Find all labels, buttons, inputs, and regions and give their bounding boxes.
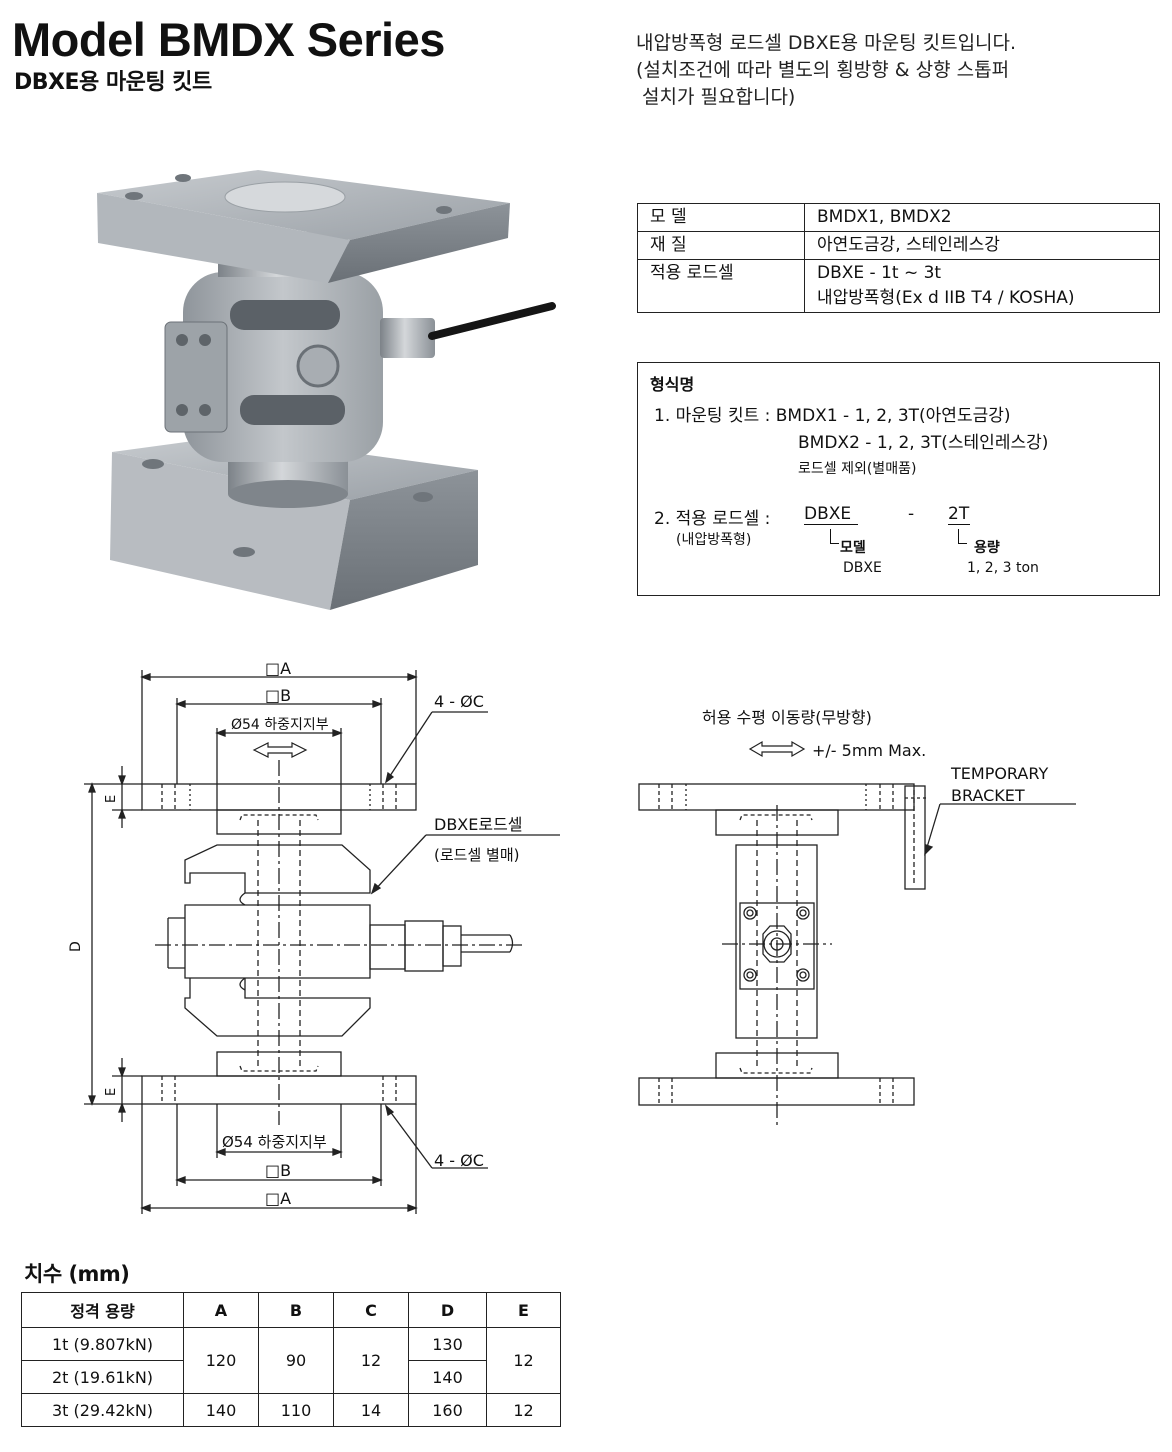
model-bracket (830, 529, 839, 544)
kit-note: 로드셀 제외(별매품) (798, 461, 917, 477)
cell-dash: - (908, 504, 915, 524)
dim-c-cell: 12 (333, 1327, 409, 1394)
intro-line: 설치가 필요합니다) (636, 86, 796, 108)
capacity-value: 1, 2, 3 ton (967, 560, 1039, 576)
dim-c-cell: 14 (333, 1393, 409, 1427)
column-header: E (486, 1292, 561, 1328)
bracket-label: BRACKET (951, 786, 1025, 805)
model-value: DBXE (843, 560, 882, 576)
dimensions-title: 치수 (mm) (24, 1262, 130, 1286)
cell-model: DBXE (804, 504, 858, 525)
intro-line: 내압방폭형 로드셀 DBXE용 마운팅 킷트입니다. (636, 32, 1017, 54)
table-row: 모 델 BMDX1, BMDX2 (637, 203, 1160, 232)
spec-value: DBXE - 1t ~ 3t 내압방폭형(Ex d IIB T4 / KOSHA) (804, 259, 1160, 313)
table-row: 재 질 아연도금강, 스테인레스강 (637, 231, 1160, 260)
page-title: Model BMDX Series (12, 13, 445, 66)
spec-table: 모 델 BMDX1, BMDX2 재 질 아연도금강, 스테인레스강 적용 로드… (637, 203, 1160, 313)
dim-e-cell: 12 (486, 1393, 561, 1427)
column-header: B (258, 1292, 334, 1328)
type-heading: 형식명 (650, 375, 695, 394)
dim-b-label: □B (265, 1161, 291, 1180)
cable (428, 302, 556, 340)
dim-b-cell: 110 (258, 1393, 334, 1427)
cell-note: (로드셀 별매) (434, 846, 519, 864)
capacity-cell: 2t (19.61kN) (21, 1360, 184, 1394)
spec-key: 모 델 (637, 203, 805, 232)
dim-d-label: D (68, 941, 84, 952)
lateral-title: 허용 수평 이동량(무방향) (702, 708, 872, 727)
type-name-box: 형식명 1. 마운팅 킷트 : BMDX1 - 1, 2, 3T(아연도금강) … (637, 362, 1160, 596)
spec-value: BMDX1, BMDX2 (804, 203, 1160, 232)
dim-a-label: □A (265, 1189, 291, 1208)
bracket-label: TEMPORARY (950, 764, 1048, 783)
support-label: Ø54 하중지지부 (222, 1133, 327, 1151)
side-view (638, 740, 1076, 1125)
cell-label: DBXE로드셀 (434, 815, 523, 834)
dim-b-cell: 90 (258, 1327, 334, 1394)
intro-line: (설치조건에 따라 별도의 횡방향 & 상향 스톱퍼 (636, 59, 1010, 81)
kit-line: 1. 마운팅 킷트 : BMDX1 - 1, 2, 3T(아연도금강) (654, 406, 1011, 426)
capacity-cell: 3t (29.42kN) (21, 1393, 184, 1427)
column-header: C (333, 1292, 409, 1328)
intro-text: 내압방폭형 로드셀 DBXE용 마운팅 킷트입니다. (설치조건에 따라 별도의… (636, 30, 1016, 111)
cell-capacity: 2T (948, 504, 970, 525)
cell-sub: (내압방폭형) (676, 532, 752, 548)
capacity-label: 용량 (974, 540, 1000, 556)
dim-b-label: □B (265, 686, 291, 705)
front-view (84, 670, 560, 1214)
dim-d-cell: 140 (408, 1360, 487, 1394)
column-header: D (408, 1292, 487, 1328)
table-row: 2t (19.61kN) 140 (21, 1360, 561, 1394)
table-row: 1t (9.807kN) 120 90 12 130 12 (21, 1327, 561, 1394)
table-row: 적용 로드셀 DBXE - 1t ~ 3t 내압방폭형(Ex d IIB T4 /… (637, 259, 1160, 313)
spec-value-line: 내압방폭형(Ex d IIB T4 / KOSHA) (817, 288, 1075, 308)
spec-key: 적용 로드셀 (637, 259, 805, 313)
hole-label: 4 - ØC (434, 1151, 484, 1170)
model-label: 모델 (840, 540, 866, 556)
cell-label: 2. 적용 로드셀 : (654, 509, 771, 529)
page-subtitle: DBXE용 마운팅 킷트 (14, 70, 212, 95)
dim-d-cell: 130 (408, 1327, 487, 1361)
table-row: 3t (29.42kN) 140 110 14 160 12 (21, 1393, 561, 1427)
spec-value-line: DBXE - 1t ~ 3t (817, 263, 942, 283)
column-header: A (183, 1292, 259, 1328)
capacity-cell: 1t (9.807kN) (21, 1327, 184, 1361)
support-label: Ø54 하중지지부 (231, 717, 329, 733)
dim-a-label: □A (265, 659, 291, 678)
kit-line: BMDX2 - 1, 2, 3T(스테인레스강) (798, 433, 1049, 453)
dim-e-label: E (104, 1088, 119, 1096)
spec-value: 아연도금강, 스테인레스강 (804, 231, 1160, 260)
table-header-row: 정격 용량 A B C D E (21, 1292, 561, 1328)
capacity-bracket (958, 529, 967, 544)
dim-e-cell: 12 (486, 1327, 561, 1394)
dim-e-label: E (104, 795, 119, 803)
dim-d-cell: 160 (408, 1393, 487, 1427)
dimensions-table: 정격 용량 A B C D E 1t (9.807kN) 120 90 12 1… (21, 1292, 561, 1427)
dim-a-cell: 140 (183, 1393, 259, 1427)
hole-label: 4 - ØC (434, 692, 484, 711)
column-header: 정격 용량 (21, 1292, 184, 1328)
lateral-value: +/- 5mm Max. (812, 741, 926, 760)
dim-a-cell: 120 (183, 1327, 259, 1394)
